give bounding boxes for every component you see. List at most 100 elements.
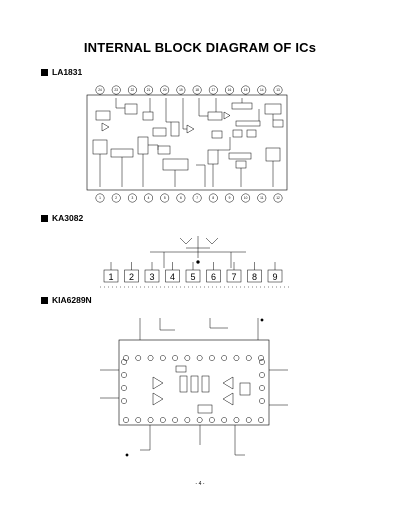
kia6289n-left-pins: [121, 359, 127, 404]
amplifier-triangle-icon: [101, 122, 110, 132]
section-header-la1831: LA1831: [41, 67, 82, 77]
la1831-block: [137, 136, 149, 155]
la1831-wire: [182, 98, 187, 130]
la1831-pin-label: 20: [163, 88, 167, 92]
kia6289n-top-pins: [123, 355, 264, 361]
la1831-block: [228, 152, 252, 160]
amplifier-triangle-icon: [222, 376, 234, 390]
la1831-block: [265, 147, 281, 162]
la1831-block: [152, 127, 167, 137]
la1831-wire: [196, 164, 206, 187]
kia6289n-pin: [209, 355, 215, 361]
ka3082-pin-label: 2: [129, 272, 134, 282]
la1831-pin: [192, 85, 202, 95]
la1831-pin: [160, 193, 170, 203]
kia6289n-wire: [234, 425, 245, 456]
section-label: KIA6289N: [52, 295, 92, 305]
kia6289n-pin: [196, 417, 203, 423]
la1831-pin-label: 23: [114, 88, 118, 92]
la1831-ic-body: [86, 94, 288, 191]
la1831-pin-label: 15: [244, 88, 248, 92]
kia6289n-pin: [259, 359, 265, 365]
page-number: - 4 -: [195, 481, 205, 487]
kia6289n-block: [175, 365, 187, 373]
la1831-pin: [144, 85, 153, 95]
la1831-pin: [225, 193, 234, 203]
kia6289n-pin: [259, 385, 265, 391]
ka3082-wire: [205, 237, 219, 245]
la1831-block: [207, 149, 219, 165]
kia6289n-pin: [172, 417, 178, 423]
la1831-block: [231, 102, 253, 110]
section-label: LA1831: [52, 67, 83, 77]
la1831-block: [142, 111, 154, 121]
la1831-pin: [127, 193, 137, 203]
la1831-pin: [273, 85, 283, 95]
la1831-pin-label: 12: [276, 196, 280, 200]
kia6289n-wire: [209, 318, 228, 329]
la1831-pin: [95, 193, 105, 203]
la1831-pin-label: 6: [180, 196, 182, 200]
la1831-pin-label: 4: [148, 196, 150, 200]
kia6289n-pin: [233, 417, 240, 423]
la1831-block: [95, 110, 111, 121]
bullet-square-icon: [41, 296, 48, 304]
kia6289n-pin: [123, 355, 129, 361]
kia6289n-block: [190, 375, 199, 393]
kia6289n-wire: [140, 425, 151, 451]
la1831-pin-label: 8: [212, 196, 214, 200]
amplifier-triangle-icon: [223, 111, 231, 120]
kia6289n-pin: [184, 417, 191, 423]
ka3082-pin-label: 1: [108, 272, 113, 282]
la1831-pin-label: 18: [195, 88, 199, 92]
kia6289n-pin: [258, 355, 264, 361]
la1831-pin-label: 17: [211, 88, 215, 92]
la1831-pin: [208, 193, 218, 203]
amplifier-triangle-icon: [186, 124, 195, 134]
la1831-pin-label: 1: [99, 196, 101, 200]
amplifier-triangle-icon: [152, 376, 164, 390]
la1831-block: [246, 129, 257, 138]
kia6289n-pin: [258, 417, 264, 423]
kia6289n-junction: [260, 318, 264, 322]
kia6289n-pin: [245, 355, 252, 361]
kia6289n-diagram: [100, 318, 288, 457]
la1831-wire: [165, 98, 171, 123]
kia6289n-pin: [221, 355, 228, 361]
la1831-block: [232, 129, 243, 138]
bullet-square-icon: [41, 68, 48, 76]
la1831-pin-label: 24: [98, 88, 102, 92]
la1831-pin: [160, 85, 170, 95]
kia6289n-pin: [259, 372, 265, 378]
la1831-wire: [148, 144, 159, 150]
kia6289n-pin: [121, 385, 127, 391]
la1831-pin-label: 16: [228, 88, 232, 92]
la1831-pin: [273, 193, 283, 203]
la1831-block: [124, 103, 138, 115]
la1831-block: [157, 145, 171, 155]
section-label: KA3082: [52, 213, 84, 223]
kia6289n-bottom-pins: [123, 417, 264, 423]
la1831-pin: [95, 85, 105, 95]
la1831-pin-label: 9: [229, 196, 231, 200]
ka3082-wire: [179, 237, 193, 245]
ka3082-pin-label: 7: [231, 272, 236, 282]
la1831-pin-label: 13: [276, 88, 280, 92]
kia6289n-junction: [125, 453, 129, 457]
kia6289n-pin: [147, 355, 154, 361]
ka3082-pin-label: 5: [190, 272, 195, 282]
la1831-pin: [257, 193, 267, 203]
la1831-pin: [192, 193, 202, 203]
la1831-block: [162, 158, 189, 171]
la1831-pin: [176, 85, 186, 95]
la1831-block: [235, 160, 247, 169]
la1831-wire: [198, 98, 208, 117]
kia6289n-ic-body: [118, 339, 270, 426]
la1831-pin: [111, 85, 121, 95]
la1831-pin: [225, 85, 234, 95]
la1831-pin-label: 22: [131, 88, 135, 92]
ka3082-junction: [196, 260, 200, 264]
